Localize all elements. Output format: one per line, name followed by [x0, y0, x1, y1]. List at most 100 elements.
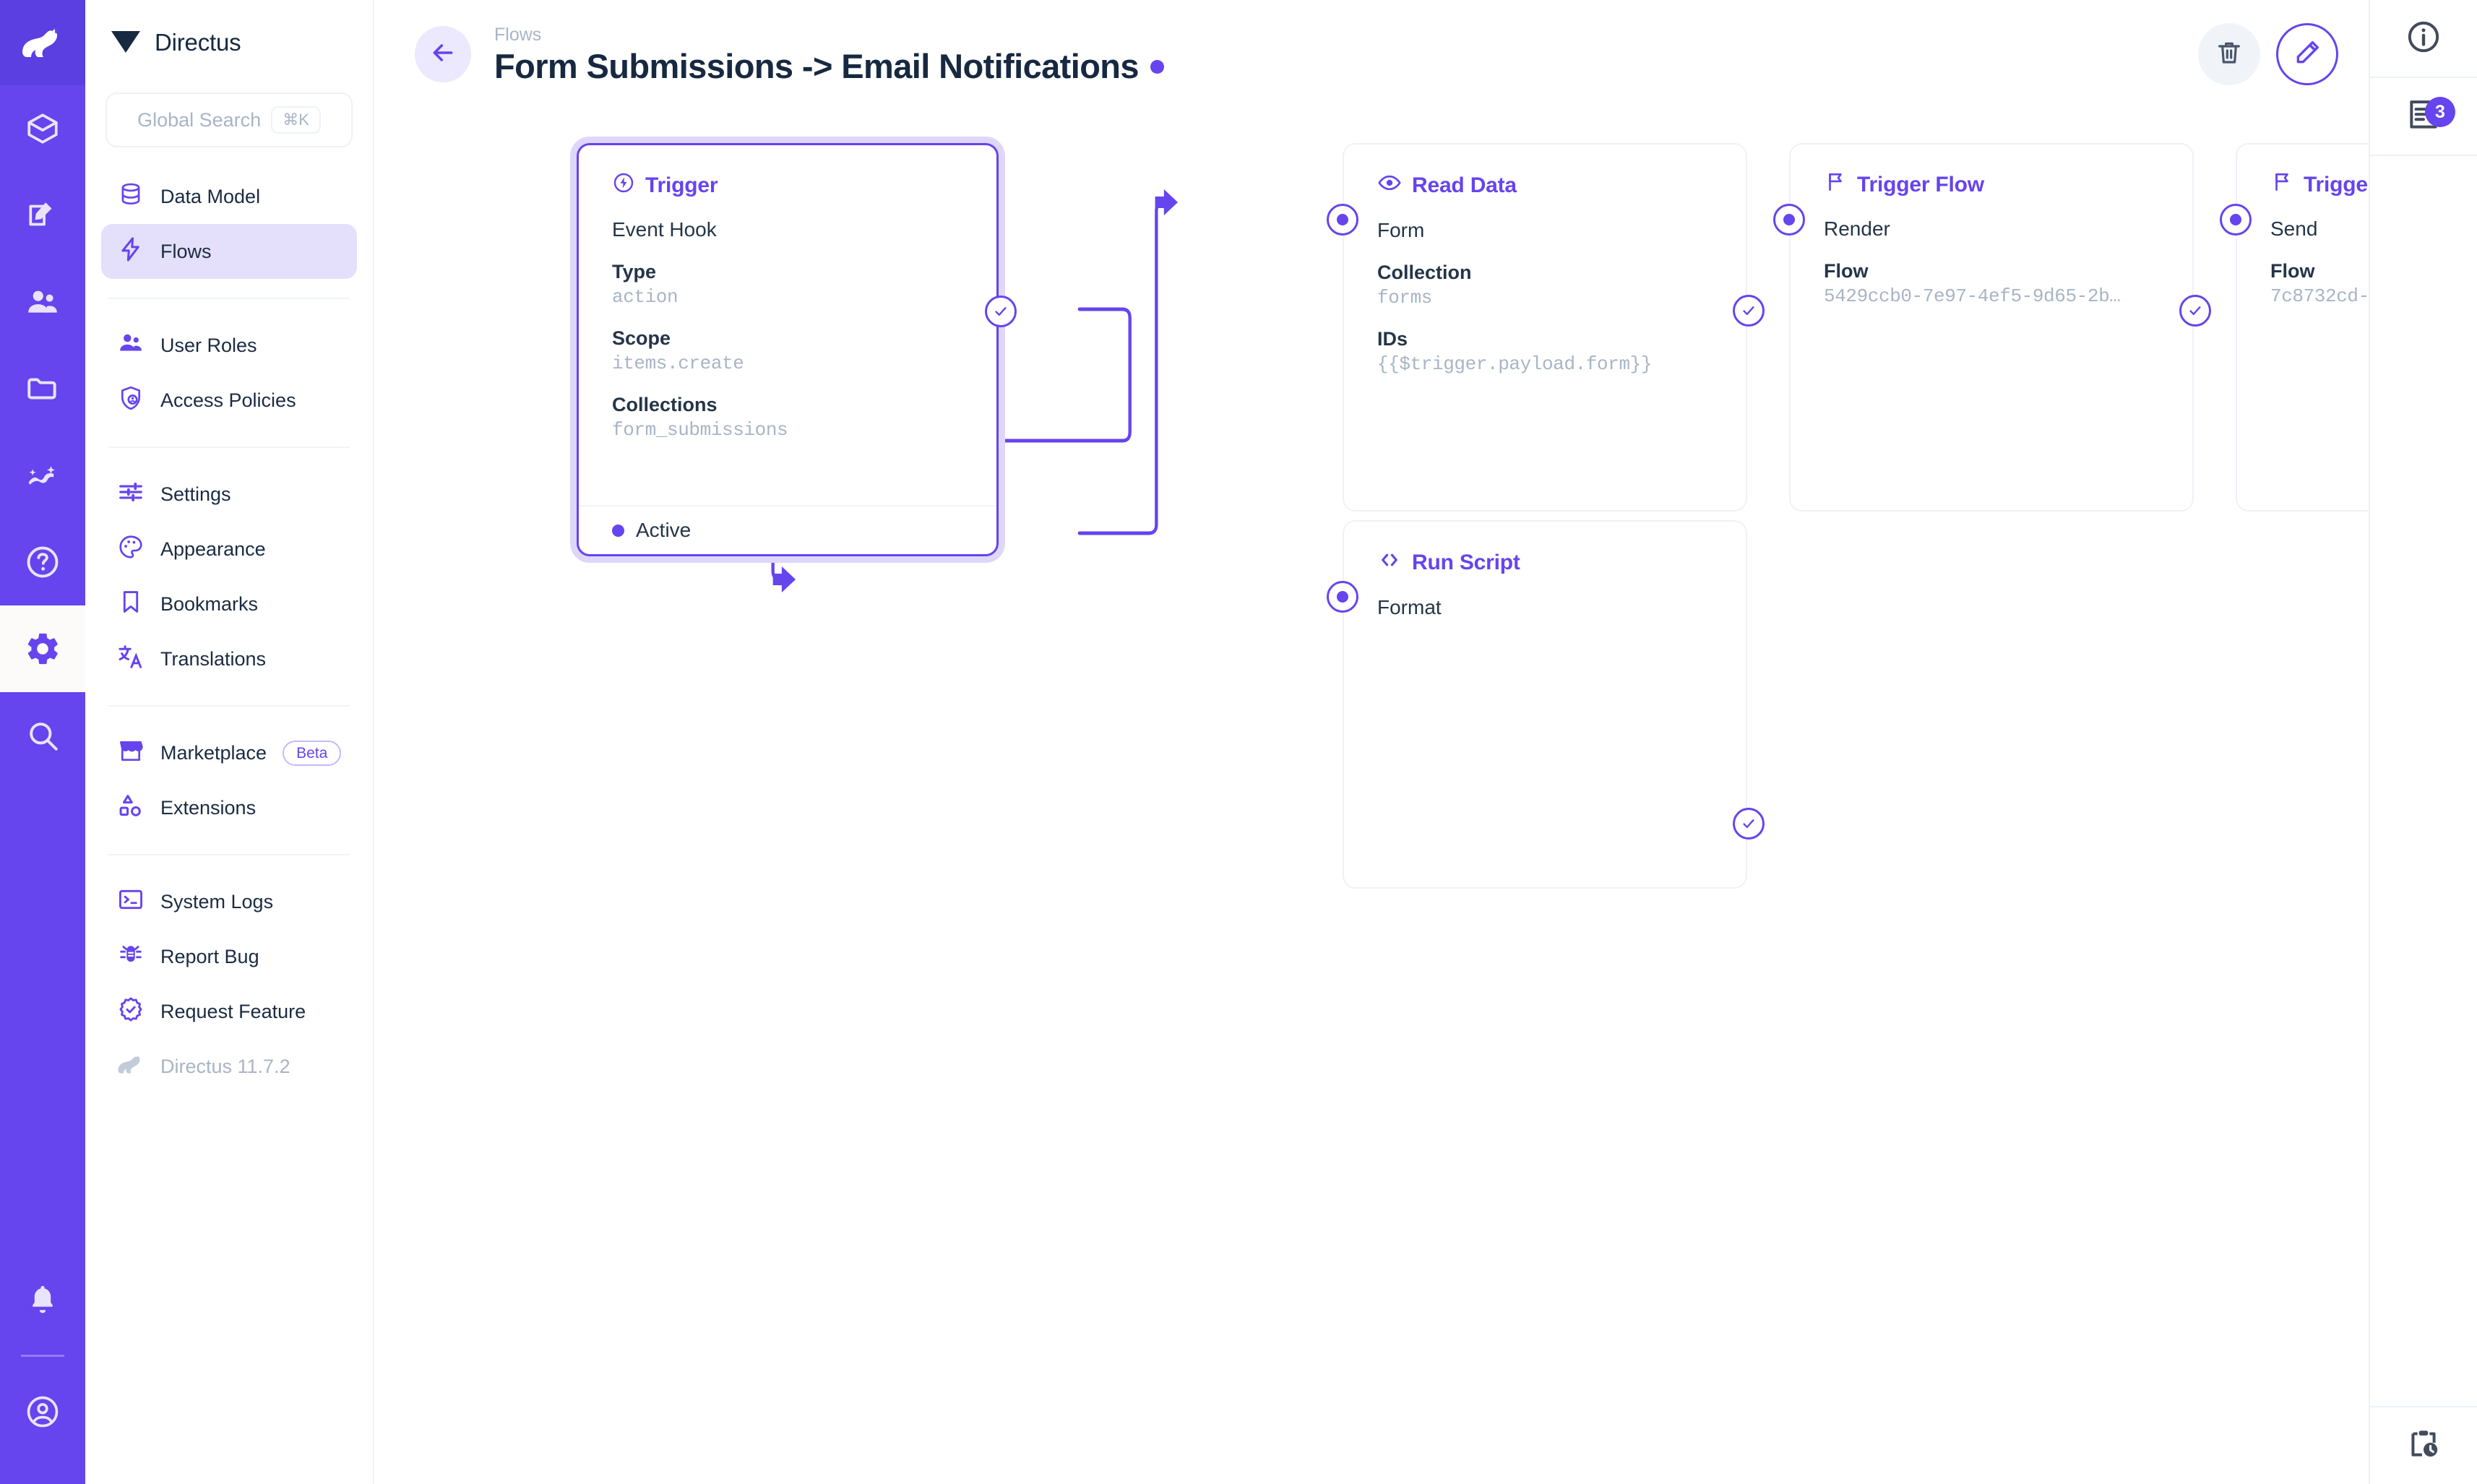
sidebar-item-label: Bookmarks: [160, 592, 259, 615]
field-value: 5429ccb0-7e97-4ef5-9d65-2b…: [1824, 285, 2121, 307]
users-icon: [117, 329, 145, 362]
field-key: Flow: [2270, 259, 2315, 282]
palette-icon: [117, 533, 145, 566]
insights-icon[interactable]: [0, 432, 85, 519]
field-key: Flow: [1824, 259, 1869, 282]
sidebar-item-bookmarks[interactable]: Bookmarks: [101, 577, 357, 631]
flow-node-read-data[interactable]: Read Data Form Collection forms IDs {{$t…: [1327, 143, 1765, 512]
directus-logo-icon: [110, 29, 142, 57]
port-resolve-trigger-flow-render[interactable]: [2179, 295, 2211, 327]
sidebar-item-request-feature[interactable]: Request Feature: [101, 984, 357, 1039]
edit-square-icon[interactable]: [0, 172, 85, 259]
eye-icon: [1377, 171, 1402, 201]
port-resolve-run-script[interactable]: [1733, 808, 1765, 840]
sidebar-item-label: Data Model: [160, 185, 261, 207]
sidebar-item-report-bug[interactable]: Report Bug: [101, 929, 357, 984]
help-circle-icon[interactable]: [0, 519, 85, 605]
flow-logs-button[interactable]: 3: [2370, 78, 2477, 156]
node-status-label: Active: [636, 519, 692, 541]
node-title-row: Trigger Flow: [2237, 144, 2369, 199]
node-subtitle: Form: [1377, 219, 1425, 241]
sidebar-item-settings[interactable]: Settings: [101, 467, 357, 522]
flow-node-trigger-flow-send[interactable]: Trigger Flow Send Flow 7c8732cd-9d9e-44b…: [2220, 143, 2369, 512]
info-panel-button[interactable]: [2370, 0, 2477, 78]
nav-group-extend: Marketplace Beta Extensions: [101, 725, 357, 835]
active-status-dot: [612, 524, 624, 537]
sidebar-item-user-roles[interactable]: User Roles: [101, 318, 357, 373]
users-icon[interactable]: [0, 259, 85, 345]
sidebar-item-label: User Roles: [160, 334, 257, 356]
sidebar-item-system-logs[interactable]: System Logs: [101, 874, 357, 929]
translate-icon: [117, 643, 145, 676]
nav-divider: [108, 705, 350, 707]
flow-history-button[interactable]: [2370, 1406, 2477, 1484]
sidebar-item-label: Flows: [160, 240, 212, 262]
sidebar-item-access-policies[interactable]: Access Policies: [101, 373, 357, 428]
folder-icon[interactable]: [0, 345, 85, 432]
node-title-row: Read Data: [1344, 144, 1746, 201]
node-title-row: Run Script: [1344, 522, 1746, 578]
arrow-left-icon: [428, 38, 457, 71]
gear-settings-icon[interactable]: [0, 605, 85, 692]
sidebar-nav: Data Model Flows: [85, 147, 373, 1094]
breadcrumb[interactable]: Flows: [494, 25, 542, 46]
sidebar-item-marketplace[interactable]: Marketplace Beta: [101, 725, 357, 780]
page-header: Flows Form Submissions -> Email Notifica…: [374, 0, 2369, 108]
flow-node-trigger[interactable]: Trigger Event Hook Type action Scope ite…: [577, 143, 1017, 556]
sidebar-item-label: Extensions: [160, 796, 257, 819]
search-placeholder: Global Search: [137, 108, 262, 131]
port-input-read-data[interactable]: [1327, 204, 1358, 236]
clipboard-clock-icon: [2405, 1426, 2442, 1466]
account-circle-icon[interactable]: [0, 1368, 85, 1455]
rabbit-logo-icon: [117, 1053, 145, 1080]
rail-divider: [21, 1355, 64, 1357]
info-circle-icon: [2405, 19, 2442, 59]
nav-group-support: System Logs Report Bug: [101, 874, 357, 1094]
node-title-row: Trigger Flow: [1791, 144, 2192, 199]
sidebar-item-appearance[interactable]: Appearance: [101, 522, 357, 577]
node-title: Trigger: [645, 173, 718, 197]
sidebar-item-extensions[interactable]: Extensions: [101, 780, 357, 835]
flag-icon: [2270, 171, 2293, 199]
field-value: items.create: [612, 353, 744, 375]
nav-group-access: User Roles Access Policies: [101, 318, 357, 428]
edit-flow-button[interactable]: [2276, 23, 2338, 85]
port-input-trigger-flow-render[interactable]: [1773, 204, 1805, 236]
field-value: forms: [1377, 286, 1433, 309]
flow-node-trigger-flow-render[interactable]: Trigger Flow Render Flow 5429ccb0-7e97-4…: [1773, 143, 2211, 512]
back-button[interactable]: [415, 26, 471, 82]
sidebar-item-flows[interactable]: Flows: [101, 224, 357, 279]
bug-icon: [117, 941, 145, 973]
flow-node-run-script[interactable]: Run Script Format: [1327, 520, 1765, 889]
port-input-run-script[interactable]: [1327, 581, 1358, 613]
bell-notification-icon[interactable]: [0, 1256, 85, 1343]
delete-flow-button[interactable]: [2198, 23, 2260, 85]
node-title: Trigger Flow: [2304, 173, 2369, 197]
rabbit-logo-icon[interactable]: [0, 0, 85, 85]
sidebar-item-label: Request Feature: [160, 1000, 306, 1022]
page-title: Form Submissions -> Email Notifications: [494, 47, 1140, 86]
node-subtitle: Render: [1824, 217, 1890, 240]
port-resolve-trigger[interactable]: [985, 295, 1017, 327]
pencil-icon: [2293, 38, 2322, 71]
global-search-input[interactable]: Global Search ⌘K: [105, 92, 353, 147]
sidebar-item-data-model[interactable]: Data Model: [101, 169, 357, 224]
box-content-icon[interactable]: [0, 85, 85, 172]
port-input-trigger-flow-send[interactable]: [2220, 204, 2252, 236]
flow-canvas[interactable]: Trigger Event Hook Type action Scope ite…: [374, 108, 2369, 1484]
field-key: Collection: [1377, 261, 1472, 283]
bolt-circle-icon: [612, 171, 635, 200]
search-icon[interactable]: [0, 692, 85, 779]
right-sidebar-rail: 3: [2370, 0, 2477, 1484]
storefront-icon: [117, 737, 145, 769]
module-icon-rail: [0, 0, 85, 1484]
sidebar-item-translations[interactable]: Translations: [101, 631, 357, 686]
node-title: Read Data: [1412, 173, 1517, 197]
bookmark-icon: [117, 588, 145, 621]
navigation-sidebar: Directus Global Search ⌘K: [85, 0, 374, 1484]
node-title: Run Script: [1412, 551, 1520, 574]
port-resolve-read-data[interactable]: [1733, 295, 1765, 327]
nav-group-content: Data Model Flows: [101, 169, 357, 279]
main-panel: Flows Form Submissions -> Email Notifica…: [374, 0, 2370, 1484]
